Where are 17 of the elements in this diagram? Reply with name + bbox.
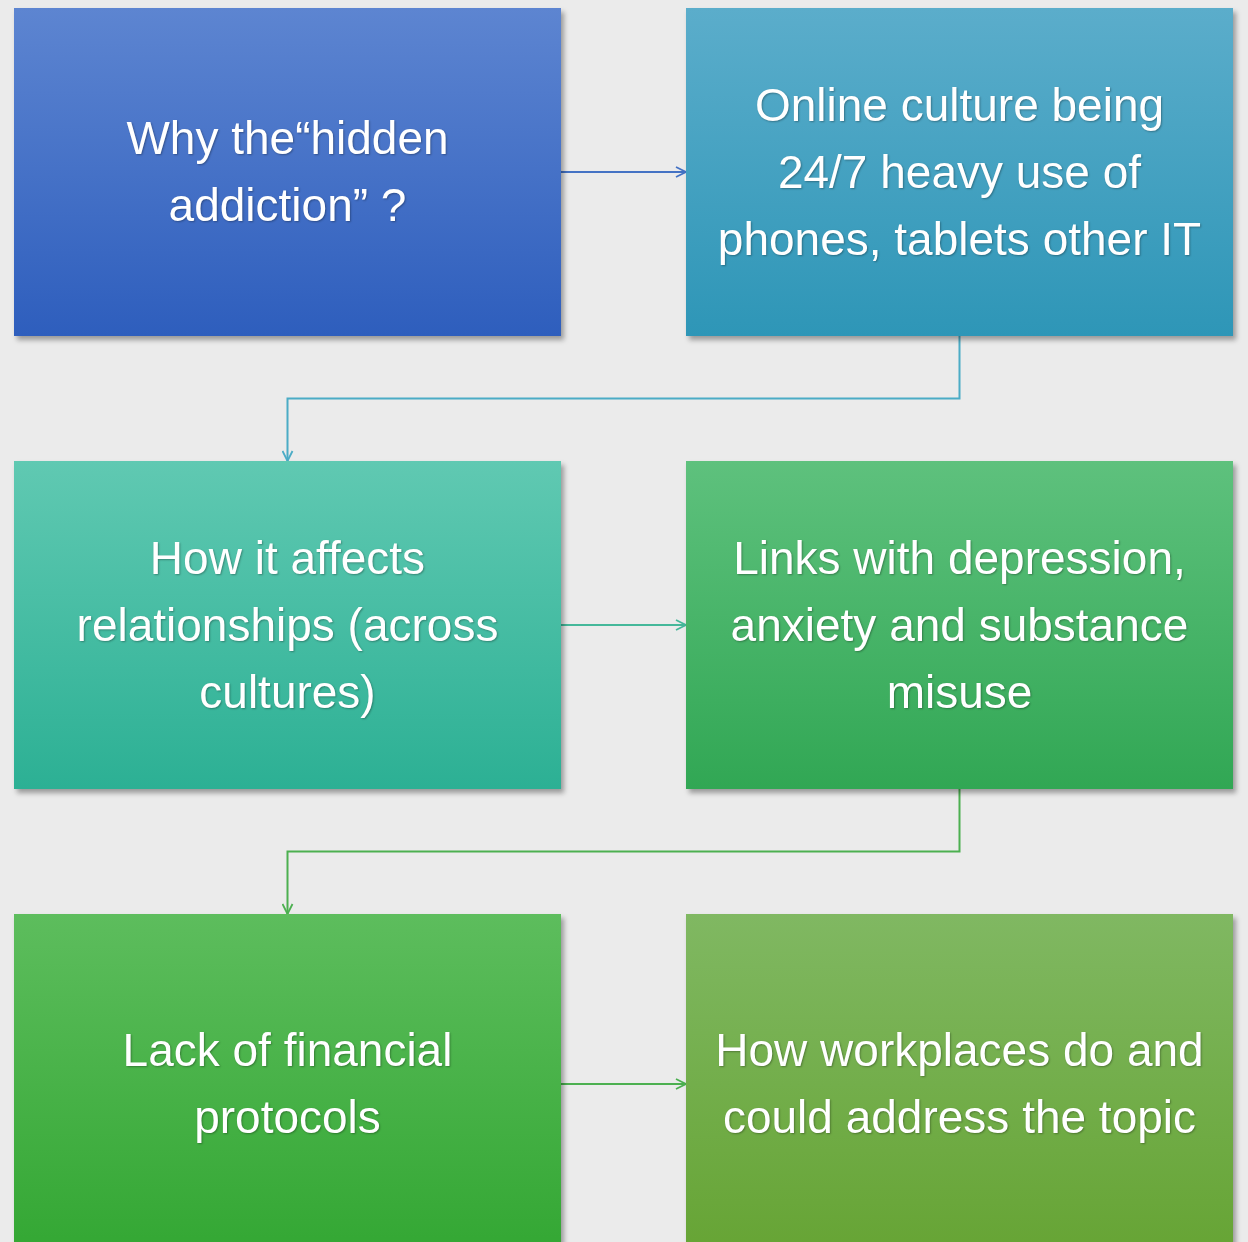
arrow [281, 788, 961, 915]
arrow [560, 1078, 687, 1090]
topic-box [686, 8, 1233, 336]
arrow [560, 619, 687, 631]
topic-text: How workplaces do and could address the topic [714, 1023, 1205, 1145]
topic-box [14, 461, 561, 789]
topic-text: Lack of financial protocols [121, 1023, 454, 1145]
topic-text: Online culture being 24/7 heavy use of phones, tablets other IT [716, 77, 1203, 267]
topic-text: How it affects relationships (across cultures) [75, 530, 500, 720]
arrow [281, 335, 961, 462]
topic-text: Why the“hidden addiction” ? [125, 111, 450, 233]
topic-box [686, 461, 1233, 789]
arrow [560, 166, 687, 178]
topic-text: Links with depression, anxiety and substance misuse [729, 530, 1190, 720]
topic-box [14, 8, 561, 336]
topic-box [686, 914, 1233, 1242]
topic-box [14, 914, 561, 1242]
